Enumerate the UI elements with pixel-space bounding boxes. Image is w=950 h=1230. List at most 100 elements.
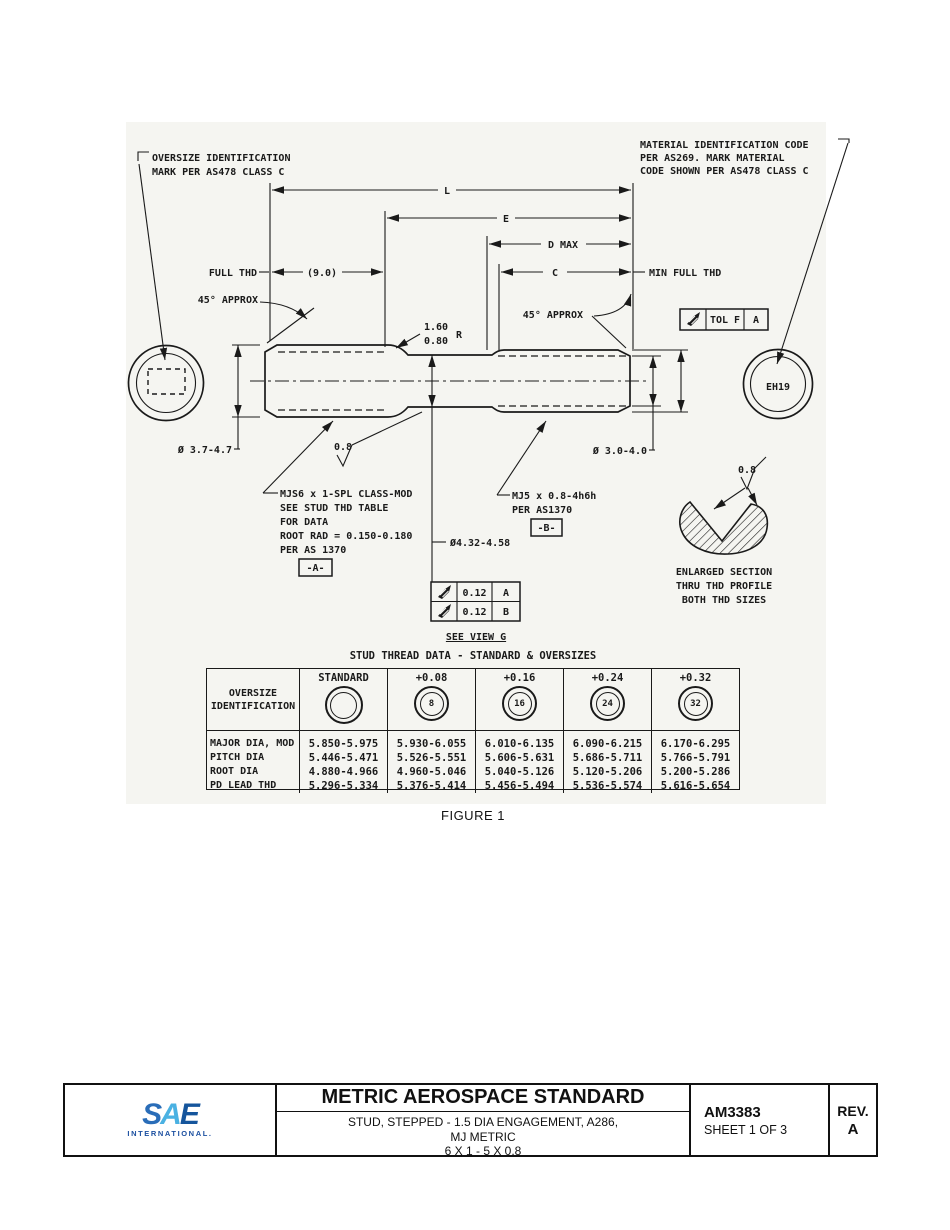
dim-label-c: C [552, 268, 558, 279]
callout-line: MJS6 x 1-SPL CLASS-MOD [280, 489, 412, 500]
note-line: MATERIAL IDENTIFICATION CODE [640, 140, 809, 151]
runout-frames: 0.12 A 0.12 B [430, 581, 521, 622]
note-bracket [137, 151, 149, 161]
callout-line: PER AS1370 [512, 505, 572, 516]
stud-outline [250, 344, 650, 418]
column-header-024: +0.24 24 [563, 669, 651, 730]
material-code-label: EH19 [766, 382, 790, 393]
callout-line: PER AS 1370 [280, 545, 346, 556]
title-block-center: METRIC AEROSPACE STANDARD STUD, STEPPED … [275, 1085, 689, 1158]
runout-datum: A [503, 588, 509, 599]
leader-line [776, 142, 849, 365]
oversize-mark-icon: 32 [678, 686, 713, 721]
header-line: OVERSIZE [228, 687, 278, 699]
dimension-right-end-dia: Ø 3.0-4.0 [592, 349, 688, 457]
tol-f-datum: A [753, 315, 759, 326]
sheet-number: SHEET 1 OF 3 [704, 1122, 788, 1137]
note-line: OVERSIZE IDENTIFICATION [152, 153, 290, 164]
document-number-cell: AM3383 SHEET 1 OF 3 [689, 1085, 828, 1155]
dimension-L: L [272, 186, 631, 197]
oversize-mark-icon: 8 [414, 686, 449, 721]
runout-value: 0.12 [462, 588, 486, 599]
callout-line: ROOT RAD = 0.150-0.180 [280, 531, 412, 542]
thread-callout-left: MJS6 x 1-SPL CLASS-MOD SEE STUD THD TABL… [262, 420, 412, 577]
scan-background [126, 122, 826, 804]
data-column-standard: 5.850-5.975 5.446-5.471 4.880-4.966 5.29… [299, 730, 387, 793]
thread-profile-shape [679, 500, 769, 555]
tol-f-label: TOL F [710, 315, 740, 326]
thread-table-title: STUD THREAD DATA - STANDARD & OVERSIZES [349, 650, 597, 662]
data-column-032: 6.170-6.295 5.766-5.791 5.200-5.286 5.61… [651, 730, 739, 793]
data-column-008: 5.930-6.055 5.526-5.551 4.960-5.046 5.37… [387, 730, 475, 793]
oversize-mark-icon: 16 [502, 686, 537, 721]
table-corner-header: OVERSIZE IDENTIFICATION [207, 669, 299, 730]
left-end-dia-label: Ø 3.7-4.7 [177, 444, 232, 456]
oversize-identification-note: OVERSIZE IDENTIFICATION MARK PER AS478 C… [137, 151, 290, 361]
runout-icon [686, 311, 701, 327]
note-bracket [838, 138, 850, 143]
dim-label-L: L [444, 186, 450, 197]
data-column-024: 6.090-6.215 5.686-5.711 5.120-5.206 5.53… [563, 730, 651, 793]
datum-b-label: -B- [537, 523, 555, 534]
dim-label-E: E [503, 214, 509, 225]
oversize-mark-icon: 24 [590, 686, 625, 721]
stud-engineering-drawing: OVERSIZE IDENTIFICATION MARK PER AS478 C… [127, 138, 850, 643]
left-end-view [127, 344, 205, 422]
data-column-016: 6.010-6.135 5.606-5.631 5.040-5.126 5.45… [475, 730, 563, 793]
row-labels: MAJOR DIA, MOD PITCH DIA ROOT DIA PD LEA… [207, 730, 299, 793]
header-line: IDENTIFICATION [210, 700, 296, 712]
fillet-max: 1.60 [424, 322, 448, 333]
leader-line [138, 163, 168, 361]
oversize-mark-icon [324, 686, 363, 724]
tol-frame: TOL F A [679, 308, 769, 331]
enlarged-caption-line: THRU THD PROFILE [676, 581, 772, 592]
fillet-r: R [456, 330, 463, 341]
revision-label: REV. [837, 1102, 869, 1119]
sae-logo-text: SAE [142, 1098, 200, 1131]
see-view-g-label: SEE VIEW G [446, 632, 506, 643]
datum-box-a [298, 558, 333, 577]
chamfer-callout-left: 45° APPROX [198, 295, 315, 344]
dim-label-d-max: D MAX [548, 240, 578, 251]
document-number: AM3383 [704, 1103, 761, 1121]
revision-value: A [847, 1120, 859, 1138]
standard-subtitle: STUD, STEPPED - 1.5 DIA ENGAGEMENT, A286… [347, 1115, 619, 1158]
column-header-standard: STANDARD [299, 669, 387, 730]
column-header-016: +0.16 16 [475, 669, 563, 730]
column-header-032: +0.32 32 [651, 669, 739, 730]
fillet-min: 0.80 [424, 336, 448, 347]
callout-line: FOR DATA [280, 517, 328, 528]
chamfer-label: 45° APPROX [198, 295, 258, 306]
standard-title: METRIC AEROSPACE STANDARD [277, 1085, 689, 1112]
finish-value: 0.8 [334, 442, 352, 453]
thread-callout-right: MJ5 x 0.8-4h6h PER AS1370 -B- [496, 420, 596, 537]
drive-recess [147, 368, 186, 395]
figure-caption: FIGURE 1 [441, 808, 505, 823]
note-line: PER AS269. MARK MATERIAL [640, 153, 785, 164]
min-full-thd-label: MIN FULL THD [649, 268, 721, 279]
callout-line: MJ5 x 0.8-4h6h [512, 491, 596, 502]
note-line: MARK PER AS478 CLASS C [152, 167, 284, 178]
sae-logo-subtext: INTERNATIONAL. [127, 1129, 213, 1138]
dimension-D-max: D MAX [489, 240, 631, 251]
enlarged-thread-section: 0.8 ENLARGED SECTION THRU THD PROFILE BO… [676, 456, 772, 606]
dimension-9-0: (9.0) FULL THD [209, 268, 383, 279]
dimension-neck-dia: Ø4.32-4.58 [428, 355, 510, 582]
dimension-left-end-dia: Ø 3.7-4.7 [177, 344, 260, 456]
runout-icon [437, 584, 452, 600]
neck-dia-label: Ø4.32-4.58 [449, 537, 510, 549]
dim-label-9-0: (9.0) [307, 268, 337, 279]
fillet-radius-note: 1.60 0.80 R [395, 322, 463, 349]
chamfer-label: 45° APPROX [523, 310, 583, 321]
runout-icon [437, 603, 452, 619]
callout-line: SEE STUD THD TABLE [280, 503, 388, 514]
runout-value: 0.12 [462, 607, 486, 618]
datum-a-label: -A- [306, 563, 324, 574]
right-end-view: EH19 [742, 348, 814, 420]
surface-finish-neck: 0.8 [334, 411, 423, 468]
note-line: CODE SHOWN PER AS478 CLASS C [640, 166, 809, 177]
extension-lines [269, 183, 634, 351]
stud-thread-data-table: OVERSIZE IDENTIFICATION STANDARD +0.08 8… [206, 668, 740, 793]
dimension-C: C MIN FULL THD [501, 268, 721, 279]
